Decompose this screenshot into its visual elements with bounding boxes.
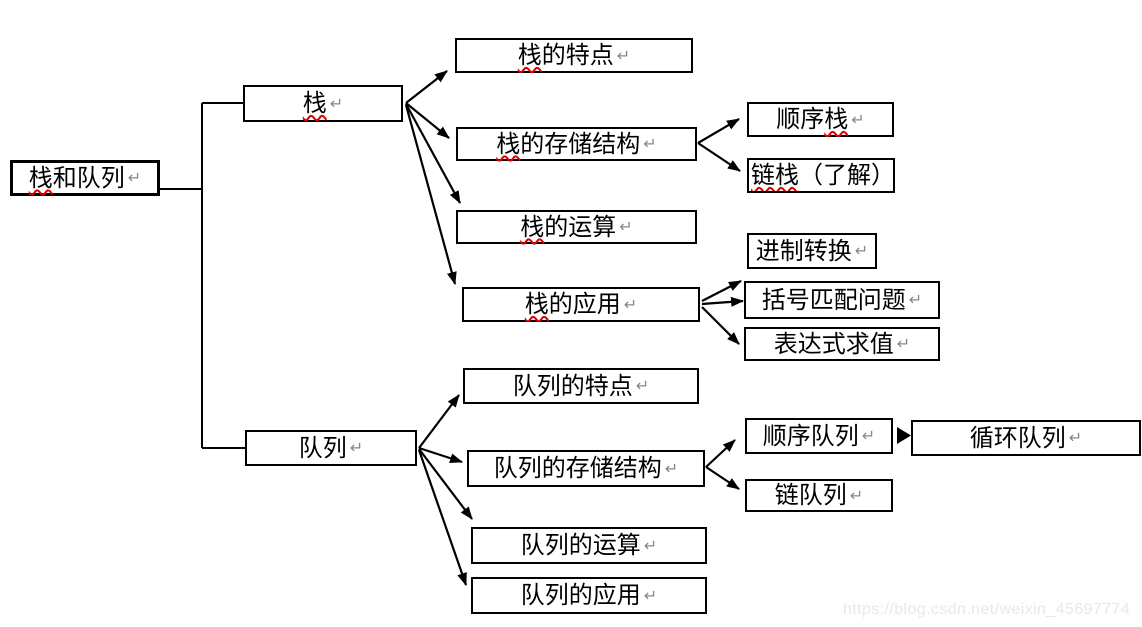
edge-seq-queue-to-circular-arrowhead — [897, 427, 911, 444]
node-label: 的应用 — [548, 290, 621, 319]
return-mark-icon: ↵ — [861, 426, 876, 445]
return-mark-icon: ↵ — [643, 134, 657, 153]
return-mark-icon: ↵ — [635, 376, 650, 395]
node-queue-ops: 队列的运算↵ — [471, 527, 707, 564]
return-mark-icon: ↵ — [854, 241, 869, 260]
node-label: 括号匹配问题 — [761, 285, 906, 314]
edge-stack-to-storage — [405, 102, 450, 139]
edge-stack-to-ops — [405, 103, 461, 204]
edge-root-bracket — [160, 102, 245, 449]
node-base-conversion: 进制转换↵ — [747, 233, 877, 269]
edge-queue-to-storage — [418, 446, 463, 464]
node-label-spellcheck: 栈 — [517, 41, 542, 70]
edge-apps-to-bracket-matching — [701, 296, 744, 307]
node-queue-apps: 队列的应用↵ — [471, 577, 707, 614]
node-bracket-matching: 括号匹配问题↵ — [744, 281, 940, 319]
node-link-stack: 链栈（了解）↵ — [747, 158, 895, 193]
edge-queue-to-features — [418, 394, 460, 449]
return-mark-icon: ↵ — [851, 109, 865, 129]
return-mark-icon: ↵ — [127, 168, 142, 187]
node-label: 循环队列 — [969, 423, 1066, 452]
node-stack-ops: 栈的运算↵ — [456, 210, 697, 244]
return-mark-icon: ↵ — [329, 93, 344, 113]
return-mark-icon: ↵ — [849, 485, 864, 505]
node-label: 队列的应用 — [520, 581, 641, 610]
edge-qstorage-to-link-queue — [705, 466, 740, 490]
edge-storage-to-seq-stack — [697, 118, 740, 144]
node-label: 队列的存储结构 — [493, 454, 662, 483]
node-label-spellcheck: 链栈 — [751, 161, 799, 190]
node-stack: 栈↵ — [243, 85, 403, 122]
edge-storage-to-link-stack — [697, 142, 741, 172]
node-expression-eval: 表达式求值↵ — [744, 327, 940, 361]
return-mark-icon: ↵ — [616, 45, 631, 65]
node-queue-storage: 队列的存储结构↵ — [467, 450, 705, 487]
node-label: 队列 — [298, 433, 347, 462]
node-label: 和队列 — [52, 163, 125, 192]
node-seq-queue: 顺序队列↵ — [745, 418, 893, 454]
node-root: 栈和队列↵ — [10, 160, 160, 196]
return-mark-icon: ↵ — [349, 438, 364, 457]
node-label: 顺序 — [776, 105, 825, 134]
return-mark-icon: ↵ — [643, 585, 658, 605]
edge-qstorage-to-seq-queue — [705, 439, 736, 468]
node-label: 队列的运算 — [520, 531, 641, 560]
node-label: 进制转换 — [755, 236, 852, 265]
edge-apps-to-base-conversion — [701, 280, 742, 302]
node-label: 的特点 — [541, 41, 614, 70]
edge-queue-to-apps — [417, 449, 468, 586]
node-queue: 队列↵ — [245, 430, 417, 466]
return-mark-icon: ↵ — [664, 458, 679, 478]
node-label: （了解） — [799, 161, 895, 190]
return-mark-icon: ↵ — [643, 535, 658, 555]
return-mark-icon: ↵ — [896, 334, 911, 353]
return-mark-icon: ↵ — [908, 290, 923, 309]
node-label-spellcheck: 栈 — [824, 105, 849, 134]
node-label: 队列的特点 — [512, 371, 633, 400]
node-label: 的存储结构 — [520, 129, 641, 158]
node-label-spellcheck: 栈 — [302, 89, 327, 118]
node-label-spellcheck: 栈 — [28, 163, 53, 192]
node-label: 的运算 — [544, 212, 617, 241]
node-stack-storage: 栈的存储结构↵ — [456, 127, 697, 161]
node-circular-queue: 循环队列↵ — [911, 420, 1141, 456]
return-mark-icon: ↵ — [623, 294, 638, 314]
node-label-spellcheck: 栈 — [524, 290, 549, 319]
node-stack-features: 栈的特点↵ — [455, 38, 693, 73]
node-label-spellcheck: 栈 — [520, 212, 545, 241]
node-stack-apps: 栈的应用↵ — [462, 287, 700, 322]
edge-queue-to-ops — [418, 448, 473, 520]
edge-apps-to-expression-eval — [701, 306, 740, 345]
node-label: 链队列 — [774, 481, 847, 510]
node-seq-stack: 顺序栈↵ — [747, 102, 894, 137]
node-link-queue: 链队列↵ — [745, 479, 893, 512]
return-mark-icon: ↵ — [1068, 428, 1083, 447]
node-label: 顺序队列 — [762, 421, 859, 450]
edge-stack-to-apps — [404, 104, 457, 285]
return-mark-icon: ↵ — [619, 217, 633, 236]
csdn-watermark: https://blog.csdn.net/weixin_45697774 — [843, 601, 1130, 618]
node-label-spellcheck: 栈 — [496, 129, 521, 158]
edge-stack-to-features — [405, 70, 448, 104]
node-label: 表达式求值 — [773, 329, 894, 358]
node-queue-features: 队列的特点↵ — [463, 368, 699, 404]
